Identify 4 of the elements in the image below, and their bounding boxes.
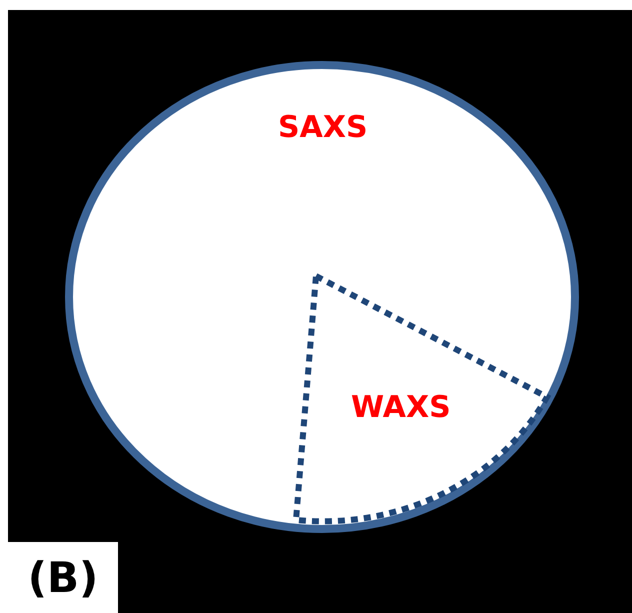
panel-label: (B) xyxy=(8,542,118,613)
region-label: SAXS xyxy=(278,113,368,143)
ellipse-region xyxy=(65,61,579,533)
region-label: WAXS xyxy=(351,393,451,423)
